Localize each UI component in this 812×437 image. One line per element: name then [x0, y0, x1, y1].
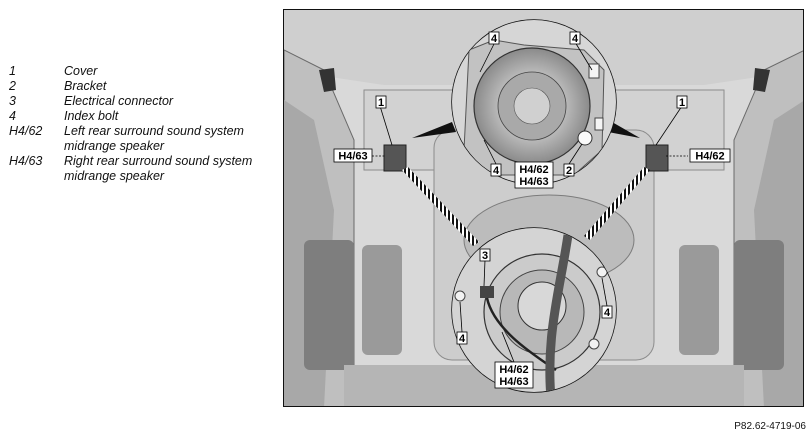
- callout-label: H4/63: [338, 151, 367, 163]
- legend-description: Left rear surround sound system midrange…: [64, 124, 244, 153]
- callout-label: H4/62: [499, 364, 528, 376]
- legend-code: 1: [9, 64, 16, 78]
- legend-description: Electrical connector: [64, 94, 174, 108]
- detail-wedge-left: [412, 122, 456, 138]
- left-anchor: [319, 68, 336, 92]
- callout-label: H4/62: [519, 164, 548, 176]
- right-cover: [645, 144, 669, 172]
- callout-1-left: 1: [375, 95, 387, 109]
- right-anchor: [753, 68, 770, 92]
- callout-4-low-right: 4: [601, 305, 613, 319]
- callout-4-mid: 4: [490, 163, 502, 177]
- callout-label: H4/62: [695, 151, 724, 163]
- legend-code: 4: [9, 109, 16, 123]
- legend-row: 3 Electrical connector: [9, 94, 279, 109]
- callout-label: H4/63: [499, 376, 528, 388]
- vehicle-interior-illustration: 1 1 H4/63 H4/62 4 4 4 2: [284, 10, 803, 406]
- callout-h462-h463-bottom: H4/62 H4/63: [494, 361, 534, 389]
- callout-label: 3: [482, 250, 488, 262]
- callout-label: 1: [378, 97, 384, 109]
- legend-row: 1 Cover: [9, 64, 279, 79]
- callout-4-top-left: 4: [488, 31, 500, 45]
- legend-description: Right rear surround sound system midrang…: [64, 154, 253, 183]
- callout-label: H4/63: [519, 176, 548, 188]
- legend-code: H4/63: [9, 154, 43, 168]
- legend-row: 4 Index bolt: [9, 109, 279, 124]
- right-inner-trim: [679, 245, 719, 355]
- callout-label: 2: [566, 165, 572, 177]
- leader-lines: [372, 41, 688, 363]
- left-side-panel: [304, 240, 354, 370]
- legend-row: H4/62 Left rear surround sound system mi…: [9, 124, 279, 154]
- figure-reference-number: P82.62-4719-06: [734, 421, 806, 432]
- hatched-link-left: [402, 167, 479, 246]
- callout-1-right: 1: [676, 95, 688, 109]
- figure-frame: 1 1 H4/63 H4/62 4 4 4 2: [283, 9, 804, 407]
- legend-description: Bracket: [64, 79, 107, 93]
- top-detail-view: [451, 19, 617, 185]
- callout-3: 3: [479, 248, 491, 262]
- callout-label: 4: [604, 307, 611, 319]
- callout-label: 4: [491, 33, 498, 45]
- callout-h463-left: H4/63: [333, 148, 373, 163]
- legend-row: H4/63 Right rear surround sound system m…: [9, 154, 279, 184]
- callout-label: 4: [459, 333, 466, 345]
- left-cover: [383, 144, 407, 172]
- callout-label: 4: [493, 165, 500, 177]
- bottom-detail-view: [451, 227, 617, 393]
- detail-wedge-right: [608, 122, 640, 138]
- legend-code: 3: [9, 94, 16, 108]
- callout-h462-right: H4/62: [689, 148, 731, 163]
- legend-description: Index bolt: [64, 109, 119, 123]
- legend-code: H4/62: [9, 124, 43, 138]
- callout-4-low-left: 4: [456, 331, 468, 345]
- legend: 1 Cover 2 Bracket 3 Electrical connector…: [9, 64, 279, 184]
- legend-description: Cover: [64, 64, 98, 78]
- left-inner-trim: [362, 245, 402, 355]
- callout-2: 2: [563, 163, 575, 177]
- right-side-panel: [734, 240, 784, 370]
- callout-label: 4: [572, 33, 579, 45]
- hatched-link-right: [584, 167, 650, 240]
- callout-h462-h463-top: H4/62 H4/63: [514, 161, 554, 189]
- callout-4-top-right: 4: [569, 31, 581, 45]
- legend-code: 2: [9, 79, 16, 93]
- callout-label: 1: [679, 97, 685, 109]
- legend-row: 2 Bracket: [9, 79, 279, 94]
